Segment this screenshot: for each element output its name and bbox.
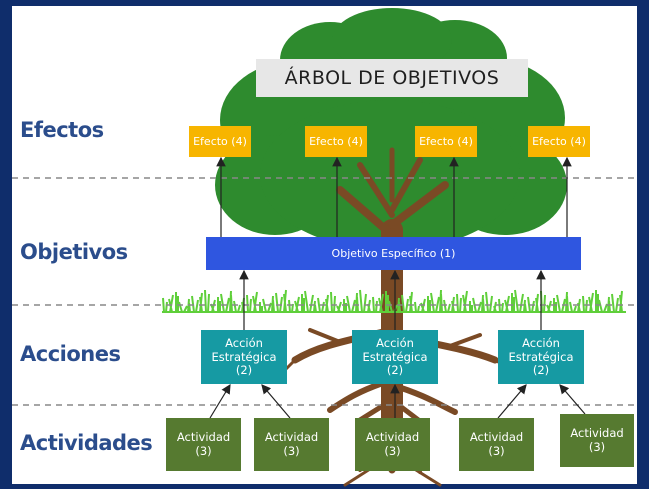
activity-box: Actividad(3) <box>355 418 430 471</box>
row-separators <box>12 177 637 406</box>
effect-box: Efecto (4) <box>528 126 590 157</box>
effect-box: Efecto (4) <box>305 126 367 157</box>
row-label-activities: Actividades <box>20 431 153 455</box>
row-label-effects: Efectos <box>20 118 104 142</box>
row-label-objectives: Objetivos <box>20 240 128 264</box>
activity-box: Actividad(3) <box>166 418 241 471</box>
row-label-actions: Acciones <box>20 342 121 366</box>
effect-box: Efecto (4) <box>415 126 477 157</box>
connector-arrows <box>209 156 586 419</box>
activity-box: Actividad(3) <box>254 418 329 471</box>
diagram-title: ÁRBOL DE OBJETIVOS <box>256 59 528 97</box>
grass-strip <box>162 289 623 313</box>
activity-box: Actividad(3) <box>459 418 534 471</box>
activity-box: Actividad(3) <box>560 414 634 467</box>
grass-blades <box>162 289 623 313</box>
effect-box: Efecto (4) <box>189 126 251 157</box>
specific-objective-box: Objetivo Específico (1) <box>206 237 581 270</box>
